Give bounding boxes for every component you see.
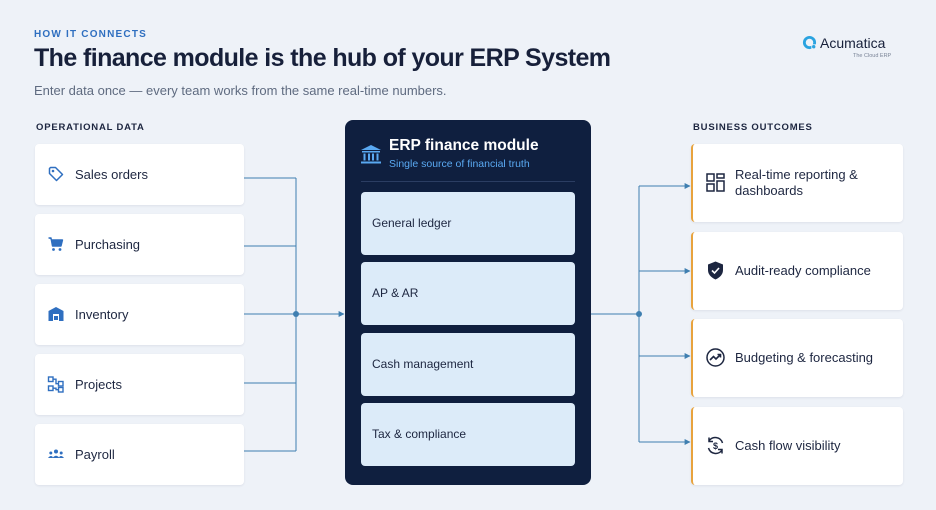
hub-item-label: Tax & compliance xyxy=(372,427,467,441)
hub-title: ERP finance module xyxy=(389,137,539,154)
tag-icon xyxy=(48,166,64,182)
hub-subtitle: Single source of financial truth xyxy=(389,158,530,170)
hub-item-cash-management: Cash management xyxy=(361,333,575,396)
trend-icon xyxy=(706,348,725,367)
hub-item-label: Cash management xyxy=(372,357,474,371)
outcome-label: Budgeting & forecasting xyxy=(735,350,874,365)
outcome-label: Real-time reporting & dashboards xyxy=(735,167,858,198)
junction-right xyxy=(636,311,642,317)
hub-item-label: AP & AR xyxy=(372,286,419,300)
outcome-label: Cash flow visibility xyxy=(735,438,841,453)
warehouse-icon xyxy=(48,307,64,321)
op-card-projects: Projects xyxy=(35,354,244,415)
svg-text:$: $ xyxy=(713,441,718,451)
op-label: Inventory xyxy=(75,307,129,322)
hub-item-ap-ar: AP & AR xyxy=(361,262,575,325)
page-subtitle: Enter data once — every team works from … xyxy=(34,83,447,98)
hub-item-general-ledger: General ledger xyxy=(361,192,575,255)
dashboard-icon xyxy=(706,173,725,192)
bank-icon xyxy=(361,145,381,164)
op-label: Purchasing xyxy=(75,237,141,252)
op-card-inventory: Inventory xyxy=(35,284,244,345)
hub-item-label: General ledger xyxy=(372,216,452,230)
outcome-card-compliance: Audit-ready compliance xyxy=(691,232,903,310)
op-label: Payroll xyxy=(75,447,115,462)
logo-name: Acumatica xyxy=(820,35,886,51)
cart-icon xyxy=(48,237,64,251)
shield-check-icon xyxy=(708,261,723,280)
people-icon xyxy=(48,449,64,458)
cash-cycle-icon: $ xyxy=(707,436,724,455)
outcome-label: Audit-ready compliance xyxy=(735,263,871,278)
outcome-card-reporting: Real-time reporting & dashboards xyxy=(691,144,903,222)
operational-data-heading: OPERATIONAL DATA xyxy=(36,122,145,133)
eyebrow: HOW IT CONNECTS xyxy=(34,29,147,40)
op-card-sales-orders: Sales orders xyxy=(35,144,244,205)
logo-tagline: The Cloud ERP xyxy=(853,53,892,59)
acumatica-logo: Acumatica The Cloud ERP xyxy=(802,34,902,62)
hub-divider xyxy=(361,181,575,182)
junction-left xyxy=(293,311,299,317)
op-card-purchasing: Purchasing xyxy=(35,214,244,275)
op-label: Projects xyxy=(75,377,122,392)
outcome-card-budgeting: Budgeting & forecasting xyxy=(691,319,903,397)
acumatica-logo-mark-icon xyxy=(802,35,817,50)
outcome-card-cashflow: $ Cash flow visibility xyxy=(691,407,903,485)
erp-finance-hub: ERP finance module Single source of fina… xyxy=(345,120,591,485)
op-label: Sales orders xyxy=(75,167,148,182)
project-flow-icon xyxy=(47,376,64,393)
page-title: The finance module is the hub of your ER… xyxy=(34,44,611,72)
business-outcomes-heading: BUSINESS OUTCOMES xyxy=(693,122,813,133)
op-card-payroll: Payroll xyxy=(35,424,244,485)
hub-item-tax-compliance: Tax & compliance xyxy=(361,403,575,466)
